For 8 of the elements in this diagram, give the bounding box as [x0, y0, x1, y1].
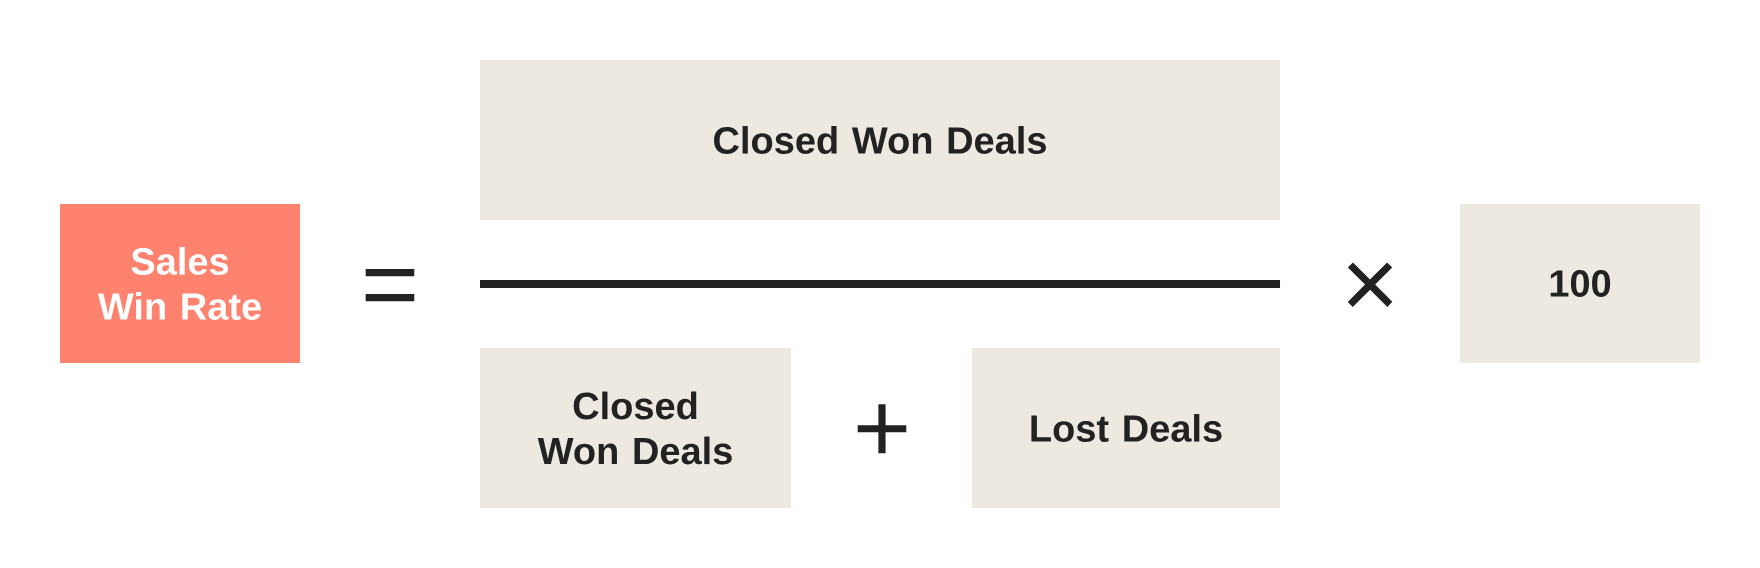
term-box: 100 [1460, 204, 1700, 363]
times-sign: × [1347, 262, 1393, 307]
term-box: Closed Won Deals [480, 60, 1280, 220]
term-box: Lost Deals [972, 348, 1280, 508]
plus-sign: + [857, 404, 907, 454]
equals-sign: = [365, 268, 415, 302]
result-box: Sales Win Rate [60, 204, 300, 363]
term-box: Closed Won Deals [480, 348, 791, 508]
